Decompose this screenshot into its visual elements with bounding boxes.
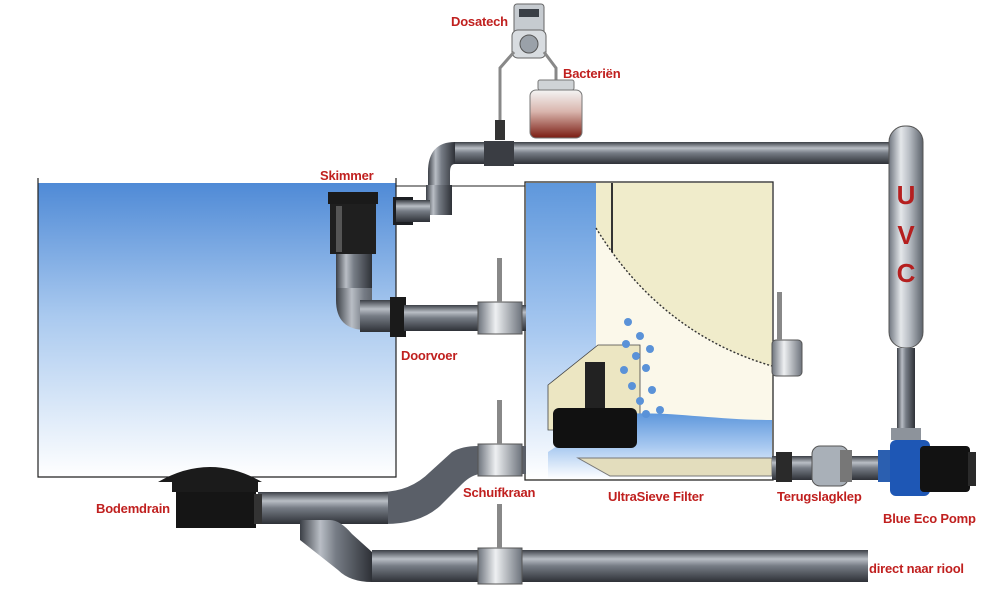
label-schuifkraan: Schuifkraan [463,485,536,500]
bodemdrain [158,467,262,528]
sewer-line [300,504,868,585]
label-bacterien: Bacteriën [563,66,621,81]
uvc-letter-v: V [897,220,915,250]
dosatech-device [495,3,558,140]
uvc-letter-u: U [896,180,916,210]
ultrasieve-filter-housing [524,181,774,481]
doorvoer-pipe [390,258,526,337]
label-terugslagklep: Terugslagklep [777,489,862,504]
bottom-drain-line [258,400,526,524]
pump-line [772,445,892,487]
bacterien-jar [529,79,583,139]
label-dosatech: Dosatech [451,14,508,29]
uvc-unit [888,125,924,430]
label-skimmer: Skimmer [320,168,374,183]
return-pipe [404,141,891,222]
skimmer [328,192,394,332]
uvc-letter-c: C [896,258,916,288]
label-direct-naar-riool: direct naar riool [869,561,964,576]
label-ultrasieve-filter: UltraSieve Filter [608,489,704,504]
label-blue-eco-pomp: Blue Eco Pomp [883,511,976,526]
water-drops [620,318,664,418]
label-doorvoer: Doorvoer [401,348,458,363]
blue-eco-pomp [890,428,976,496]
label-bodemdrain: Bodemdrain [96,501,170,516]
filter-side-valve [771,292,803,377]
skimmer-connector [393,197,430,225]
